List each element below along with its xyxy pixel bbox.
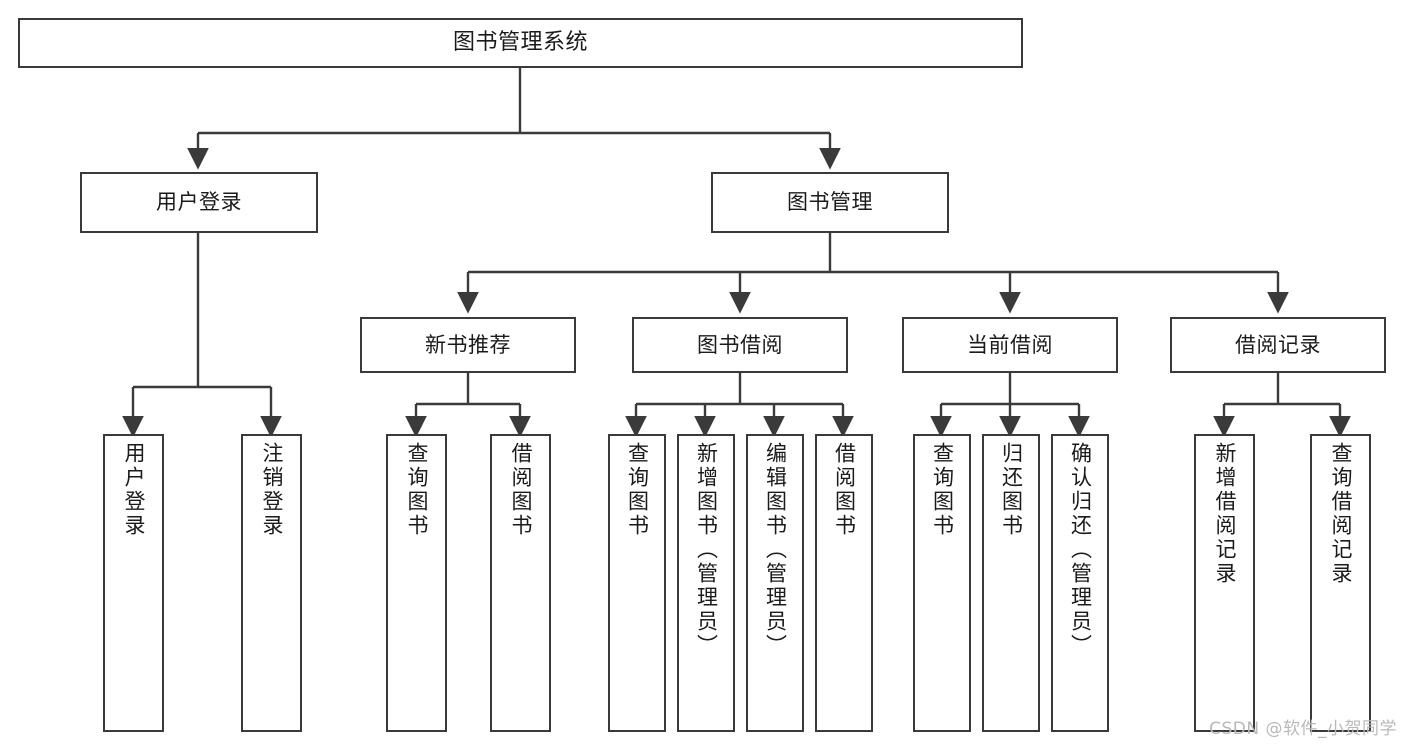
node-leaf-return-book[interactable]: 归还图书 xyxy=(982,434,1040,732)
node-label: 借阅记录 xyxy=(1235,332,1321,357)
node-label: 查询借阅记录 xyxy=(1329,442,1353,586)
node-book-borrow[interactable]: 图书借阅 xyxy=(632,317,848,373)
node-label: 查询图书 xyxy=(405,442,429,538)
node-label: 归还图书 xyxy=(999,442,1024,538)
node-new-book-recommend[interactable]: 新书推荐 xyxy=(360,317,576,373)
node-leaf-query-book-1[interactable]: 查询图书 xyxy=(386,434,447,732)
node-label: 查询图书 xyxy=(930,442,955,538)
node-borrow-record[interactable]: 借阅记录 xyxy=(1170,317,1386,373)
node-label: 借阅图书 xyxy=(509,442,533,538)
node-label: 新增图书（管理员） xyxy=(694,442,719,658)
node-label: 用户登录 xyxy=(122,442,146,538)
node-label: 查询图书 xyxy=(625,442,650,538)
node-leaf-borrow-book-2[interactable]: 借阅图书 xyxy=(815,434,873,732)
node-label: 图书管理 xyxy=(787,190,873,215)
node-leaf-borrow-book-1[interactable]: 借阅图书 xyxy=(490,434,551,732)
watermark-text: CSDN @软件_小贺同学 xyxy=(1209,719,1397,739)
node-leaf-query-book-3[interactable]: 查询图书 xyxy=(913,434,971,732)
node-label: 新增借阅记录 xyxy=(1213,442,1237,586)
node-book-management[interactable]: 图书管理 xyxy=(711,172,949,233)
node-leaf-edit-book-admin[interactable]: 编辑图书（管理员） xyxy=(746,434,804,732)
node-leaf-query-book-2[interactable]: 查询图书 xyxy=(608,434,666,732)
node-label: 编辑图书（管理员） xyxy=(763,442,788,658)
node-label: 确认归还（管理员） xyxy=(1068,442,1093,658)
node-leaf-logout-login[interactable]: 注销登录 xyxy=(241,434,302,732)
node-leaf-user-login[interactable]: 用户登录 xyxy=(103,434,164,732)
node-label: 图书管理系统 xyxy=(452,30,588,56)
node-label: 新书推荐 xyxy=(425,332,511,357)
node-label: 图书借阅 xyxy=(697,332,783,357)
node-label: 注销登录 xyxy=(260,442,284,538)
node-label: 借阅图书 xyxy=(832,442,857,538)
node-root-book-management-system[interactable]: 图书管理系统 xyxy=(18,18,1023,68)
node-leaf-add-book-admin[interactable]: 新增图书（管理员） xyxy=(677,434,735,732)
node-user-login[interactable]: 用户登录 xyxy=(80,172,318,233)
node-current-borrow[interactable]: 当前借阅 xyxy=(902,317,1118,373)
node-leaf-add-borrow-record[interactable]: 新增借阅记录 xyxy=(1194,434,1255,732)
node-label: 当前借阅 xyxy=(967,332,1053,357)
node-label: 用户登录 xyxy=(156,190,242,215)
node-leaf-confirm-return-admin[interactable]: 确认归还（管理员） xyxy=(1051,434,1109,732)
node-leaf-query-borrow-record[interactable]: 查询借阅记录 xyxy=(1310,434,1371,732)
